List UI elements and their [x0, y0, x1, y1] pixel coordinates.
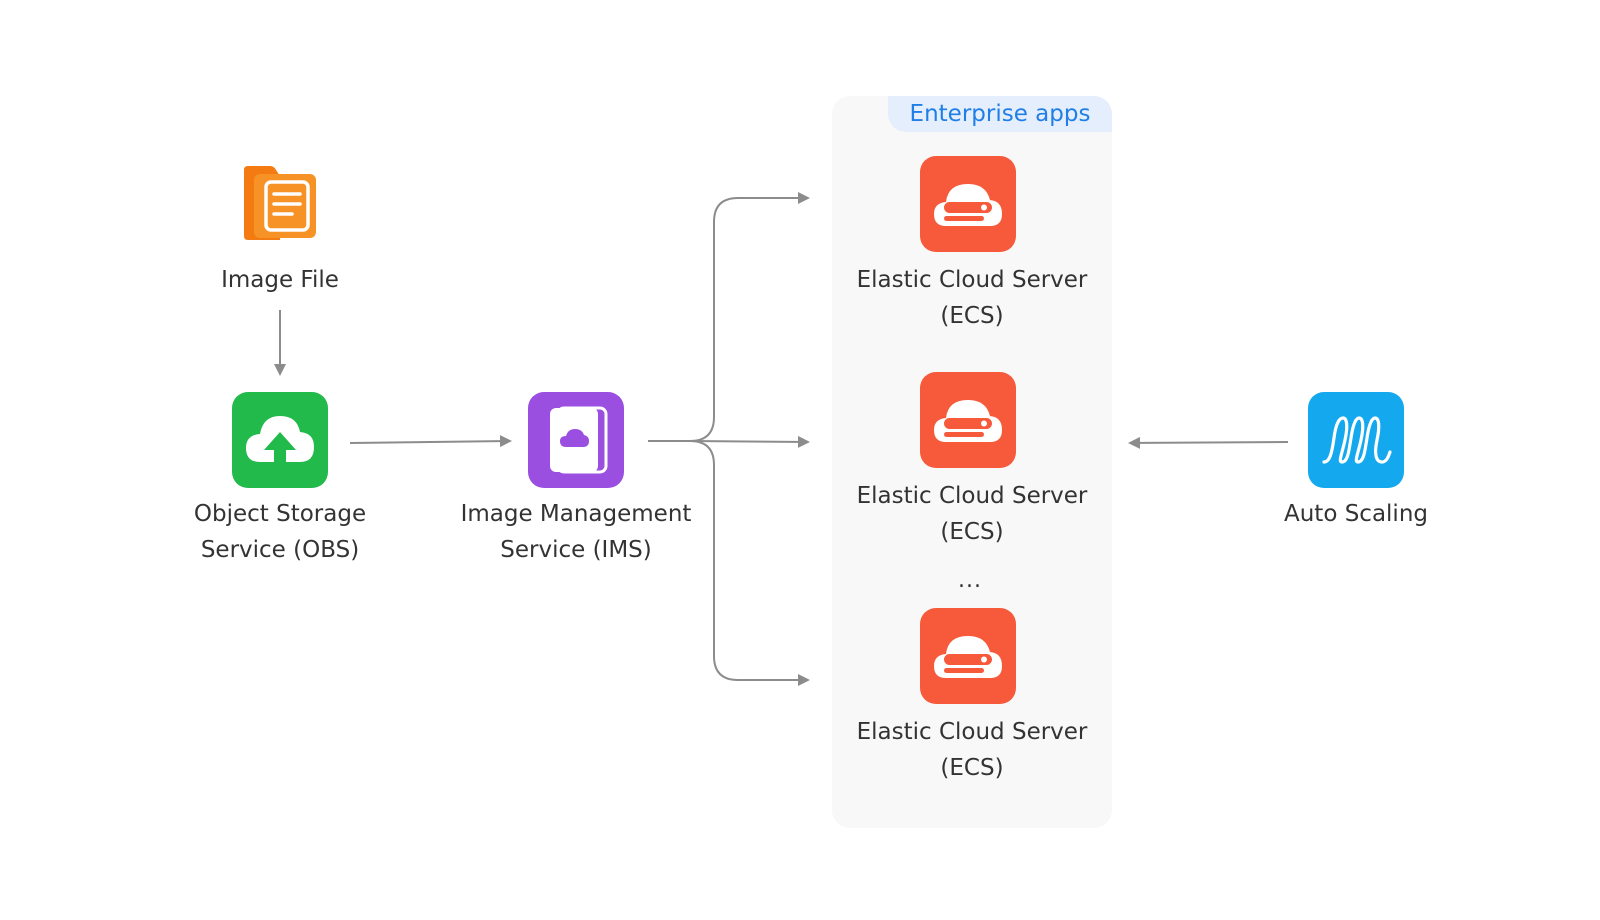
- auto-scaling-label: Auto Scaling: [1283, 501, 1428, 527]
- cloud-upload-icon: [232, 392, 328, 488]
- arrow-ims-to-ecs-bottom: [689, 440, 810, 686]
- ecs-2-label-line-1: Elastic Cloud Server: [856, 483, 1088, 509]
- ims-label-line-1: Image Management: [460, 501, 692, 527]
- ims-label: Image Management Service (IMS): [440, 496, 712, 568]
- document-file-icon: [240, 166, 320, 246]
- enterprise-apps-title: Enterprise apps: [888, 96, 1112, 132]
- ecs-3-label-line-2: (ECS): [940, 755, 1004, 781]
- ecs-1-label-line-2: (ECS): [940, 303, 1004, 329]
- obs-label-line-2: Service (OBS): [200, 537, 360, 563]
- ecs-label-3: Elastic Cloud Server (ECS): [842, 714, 1102, 786]
- image-file-label: Image File: [221, 267, 339, 293]
- scaling-coil-icon: [1308, 392, 1404, 488]
- arrow-ims-to-ecs-top: [648, 192, 810, 442]
- ecs-2-label-line-2: (ECS): [940, 519, 1004, 545]
- arrow-autoscaling-to-ecs: [1128, 436, 1289, 449]
- arrow-ims-to-ecs-middle: [689, 435, 810, 448]
- ecs-label-1: Elastic Cloud Server (ECS): [842, 262, 1102, 334]
- obs-label-line-1: Object Storage: [193, 501, 367, 527]
- cloud-server-icon: [920, 156, 1016, 252]
- obs-label: Object Storage Service (OBS): [150, 496, 410, 568]
- ims-label-line-2: Service (IMS): [500, 537, 652, 563]
- cloud-server-icon: [920, 372, 1016, 468]
- arrow-obs-to-ims: [349, 435, 512, 448]
- ecs-3-label-line-1: Elastic Cloud Server: [856, 719, 1088, 745]
- ecs-label-2: Elastic Cloud Server (ECS): [842, 478, 1102, 550]
- more-servers-ellipsis: ...: [958, 568, 982, 593]
- cloud-server-icon: [920, 608, 1016, 704]
- ecs-1-label-line-1: Elastic Cloud Server: [856, 267, 1088, 293]
- cloud-document-icon: [528, 392, 624, 488]
